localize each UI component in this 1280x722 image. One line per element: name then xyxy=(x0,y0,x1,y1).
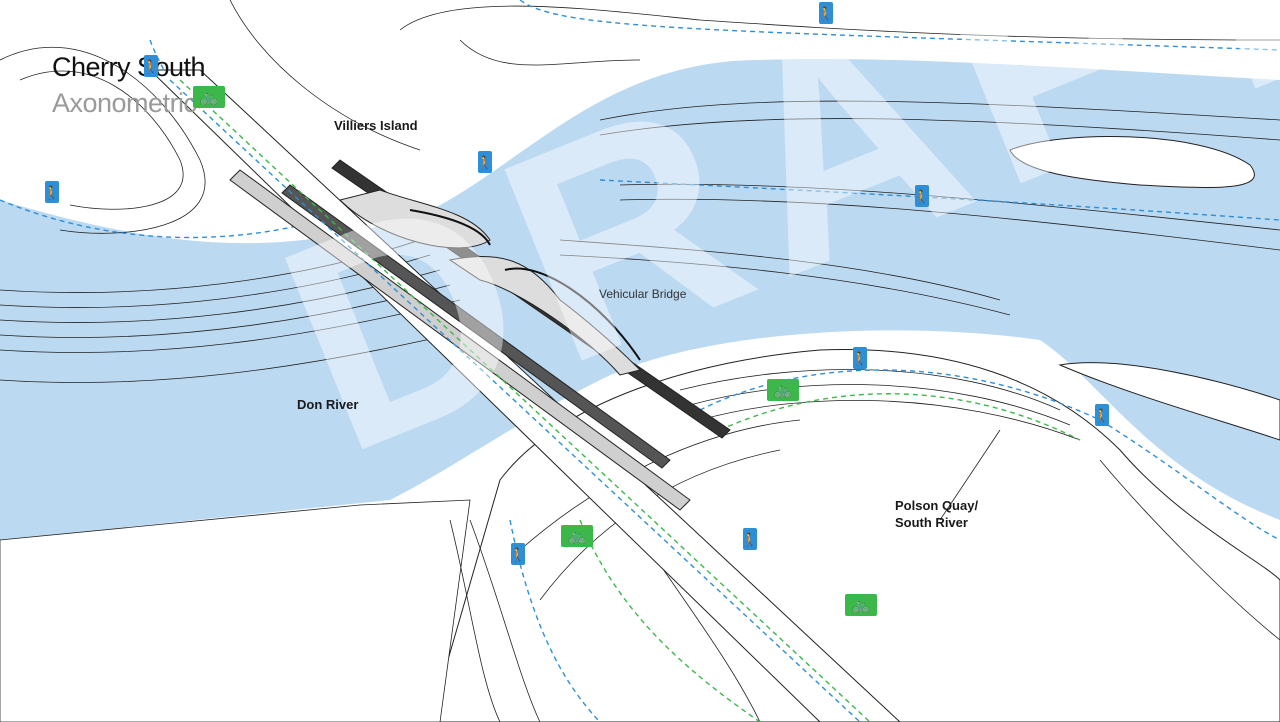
pedestrian-icon: 🚶 xyxy=(852,347,868,369)
bicycle-icon: 🚲 xyxy=(767,379,799,401)
river-water xyxy=(0,59,1280,541)
pedestrian-icon: 🚶 xyxy=(1094,404,1110,426)
vehicular-bridge xyxy=(148,69,901,722)
label-don-river: Don River xyxy=(297,397,359,412)
bicycle-icon: 🚲 xyxy=(845,594,877,616)
label-polson-quay: Polson Quay/ xyxy=(895,498,979,513)
island-spit xyxy=(1058,362,1280,441)
label-vehicular-bridge: Vehicular Bridge xyxy=(599,287,687,301)
pedestrian-icon: 🚶 xyxy=(818,2,834,24)
pedestrian-icon: 🚶 xyxy=(914,185,930,207)
pedestrian-icon: 🚶 xyxy=(143,55,159,77)
drawing-title: Cherry South xyxy=(52,52,206,82)
bicycle-icon: 🚲 xyxy=(193,86,225,108)
pedestrian-icon: 🚶 xyxy=(510,543,526,565)
pedestrian-icon: 🚶 xyxy=(477,151,493,173)
bicycle-icon: 🚲 xyxy=(561,525,593,547)
lower-left-land xyxy=(0,499,471,722)
pedestrian-icon: 🚶 xyxy=(44,181,60,203)
drawing-subtitle: Axonometric xyxy=(52,88,197,118)
label-villiers-island: Villiers Island xyxy=(334,118,418,133)
label-south-river: South River xyxy=(895,515,968,530)
pedestrian-icon: 🚶 xyxy=(742,528,758,550)
island xyxy=(1009,135,1255,189)
